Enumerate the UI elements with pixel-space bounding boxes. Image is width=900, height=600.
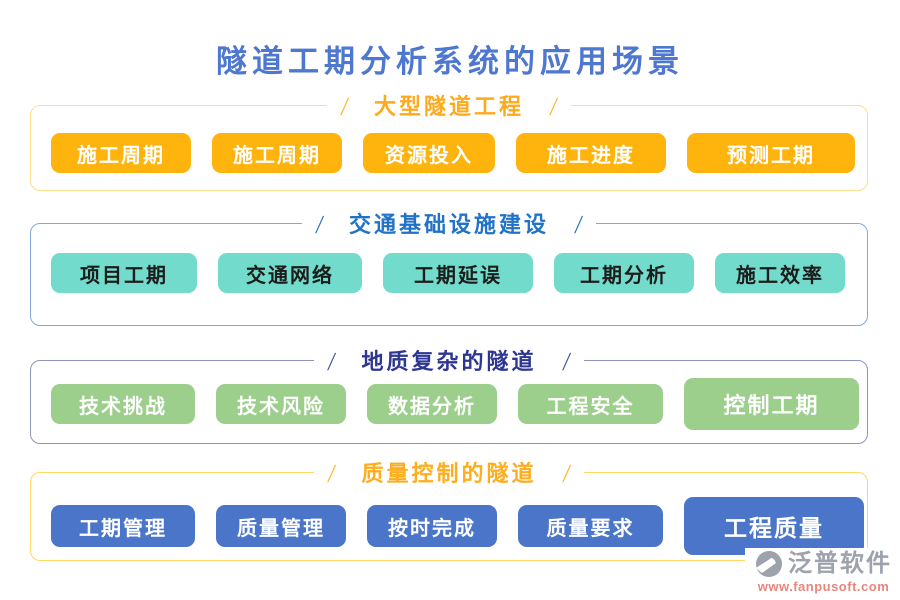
- brand-logo[interactable]: 泛普软件 www.fanpusoft.com: [745, 548, 894, 594]
- slash-decoration-left: /: [314, 209, 325, 239]
- tag-button[interactable]: 资源投入: [363, 133, 495, 173]
- slash-decoration-right: /: [573, 209, 584, 239]
- brand-name: 泛普软件: [788, 551, 892, 577]
- section-header: / 大型隧道工程 /: [31, 89, 867, 123]
- tag-button[interactable]: 施工进度: [516, 133, 666, 173]
- tag-row: 技术挑战 技术风险 数据分析 工程安全 控制工期: [51, 378, 859, 430]
- tag-button[interactable]: 质量管理: [216, 505, 346, 547]
- tag-button[interactable]: 技术风险: [216, 384, 346, 424]
- tag-button[interactable]: 技术挑战: [51, 384, 195, 424]
- section-transport-infrastructure: / 交通基础设施建设 / 项目工期 交通网络 工期延误 工期分析 施工效率: [30, 207, 868, 326]
- page-title: 隧道工期分析系统的应用场景: [216, 44, 684, 79]
- tag-button[interactable]: 按时完成: [367, 505, 497, 547]
- tag-button[interactable]: 交通网络: [218, 253, 362, 293]
- slash-decoration-left: /: [326, 458, 338, 488]
- slash-decoration-right: /: [560, 458, 572, 488]
- tag-button-large[interactable]: 控制工期: [684, 378, 859, 430]
- section-title: 大型隧道工程: [373, 93, 524, 119]
- section-header: / 质量控制的隧道 /: [31, 456, 867, 490]
- tag-button[interactable]: 数据分析: [367, 384, 497, 424]
- slash-decoration-right: /: [548, 91, 559, 121]
- tag-button[interactable]: 质量要求: [518, 505, 663, 547]
- tag-row: 工期管理 质量管理 按时完成 质量要求 工程质量: [51, 497, 864, 555]
- tag-button[interactable]: 项目工期: [51, 253, 197, 293]
- section-title: 交通基础设施建设: [348, 211, 549, 237]
- tag-button[interactable]: 施工周期: [212, 133, 342, 173]
- section-geologically-complex-tunnels: / 地质复杂的隧道 / 技术挑战 技术风险 数据分析 工程安全 控制工期: [30, 344, 868, 444]
- section-large-tunnel-projects: / 大型隧道工程 / 施工周期 施工周期 资源投入 施工进度 预测工期: [30, 89, 868, 191]
- tag-button[interactable]: 工期分析: [554, 253, 694, 293]
- section-title: 地质复杂的隧道: [361, 348, 537, 374]
- section-title: 质量控制的隧道: [361, 460, 537, 486]
- tag-row: 项目工期 交通网络 工期延误 工期分析 施工效率: [51, 253, 845, 293]
- slash-decoration-right: /: [560, 346, 572, 376]
- section-header: / 交通基础设施建设 /: [31, 207, 867, 241]
- brand-url[interactable]: www.fanpusoft.com: [757, 579, 890, 594]
- tag-button[interactable]: 施工效率: [715, 253, 845, 293]
- section-quality-controlled-tunnels: / 质量控制的隧道 / 工期管理 质量管理 按时完成 质量要求 工程质量: [30, 456, 868, 561]
- tag-button[interactable]: 施工周期: [51, 133, 191, 173]
- tag-button[interactable]: 预测工期: [687, 133, 855, 173]
- section-header: / 地质复杂的隧道 /: [31, 344, 867, 378]
- tag-row: 施工周期 施工周期 资源投入 施工进度 预测工期: [51, 133, 855, 173]
- tag-button[interactable]: 工期管理: [51, 505, 195, 547]
- tag-button[interactable]: 工期延误: [383, 253, 533, 293]
- slash-decoration-left: /: [339, 91, 350, 121]
- tag-button-large[interactable]: 工程质量: [684, 497, 864, 555]
- fanpu-logo-icon: [755, 550, 783, 578]
- slash-decoration-left: /: [326, 346, 338, 376]
- tag-button[interactable]: 工程安全: [518, 384, 663, 424]
